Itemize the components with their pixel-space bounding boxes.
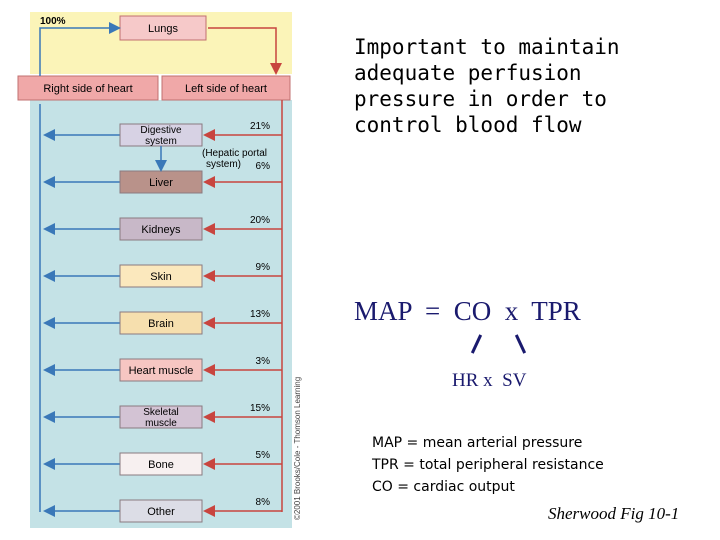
definition-map: MAP = mean arterial pressure	[372, 435, 583, 451]
definition-tpr: TPR = total peripheral resistance	[372, 457, 604, 473]
lungs-box	[119, 15, 207, 41]
brain-label: Brain	[148, 318, 174, 330]
skeletal-muscle-label-line-1: Skeletal	[143, 407, 179, 418]
hr-arrow	[470, 334, 483, 354]
skeletal-muscle-label-line-2: muscle	[145, 418, 177, 429]
brain-percent: 13%	[250, 309, 270, 320]
other-percent: 8%	[256, 497, 271, 508]
circulation-diagram: Right side of heart Left side of heart L…	[17, 12, 302, 528]
title-text: Important to maintain adequate perfusion…	[354, 35, 620, 137]
digestive-system-percent: 21%	[250, 121, 270, 132]
pulmonary-vein-arrow	[208, 27, 282, 75]
kidneys-label: Kidneys	[141, 224, 181, 236]
bone-percent: 5%	[256, 450, 271, 461]
skin-box	[119, 264, 203, 288]
liver-label: Liver	[149, 177, 173, 189]
lungs-percent: 100%	[40, 16, 66, 27]
copyright-text: ©2001 Brooks/Cole - Thomson Learning	[293, 377, 302, 520]
hepatic-portal-label-1: (Hepatic portal	[202, 148, 267, 159]
sv-arrow	[514, 334, 527, 354]
bone-box	[119, 452, 203, 476]
heart-muscle-label: Heart muscle	[129, 365, 194, 377]
lungs-label: Lungs	[148, 23, 178, 35]
kidneys-box	[119, 217, 203, 241]
skeletal-muscle-box	[119, 405, 203, 429]
digestive-system-label-line-2: system	[145, 136, 177, 147]
skin-percent: 9%	[256, 262, 271, 273]
liver-percent: 6%	[256, 161, 271, 172]
hr-sv-equation: HR x SV	[452, 370, 527, 391]
pulmonary-artery-arrow	[39, 22, 121, 76]
definitions-list: MAP = mean arterial pressure TPR = total…	[372, 432, 604, 498]
skin-label: Skin	[150, 271, 171, 283]
heart-muscle-box	[119, 358, 203, 382]
digestive-system-label-line-1: Digestive	[140, 125, 182, 136]
left-heart-box	[161, 75, 291, 101]
other-box	[119, 499, 203, 523]
right-heart-label: Right side of heart	[43, 83, 132, 95]
right-heart-box	[17, 75, 159, 101]
left-heart-label: Left side of heart	[185, 83, 267, 95]
other-label: Other	[147, 506, 175, 518]
bone-label: Bone	[148, 459, 174, 471]
definition-co: CO = cardiac output	[372, 479, 515, 495]
kidneys-percent: 20%	[250, 215, 270, 226]
brain-box	[119, 311, 203, 335]
heart-muscle-percent: 3%	[256, 356, 271, 367]
source-citation: Sherwood Fig 10-1	[548, 504, 680, 523]
hepatic-portal-label-2: system)	[206, 159, 241, 170]
map-equation: MAP = CO x TPR	[354, 296, 581, 326]
skeletal-muscle-percent: 15%	[250, 403, 270, 414]
